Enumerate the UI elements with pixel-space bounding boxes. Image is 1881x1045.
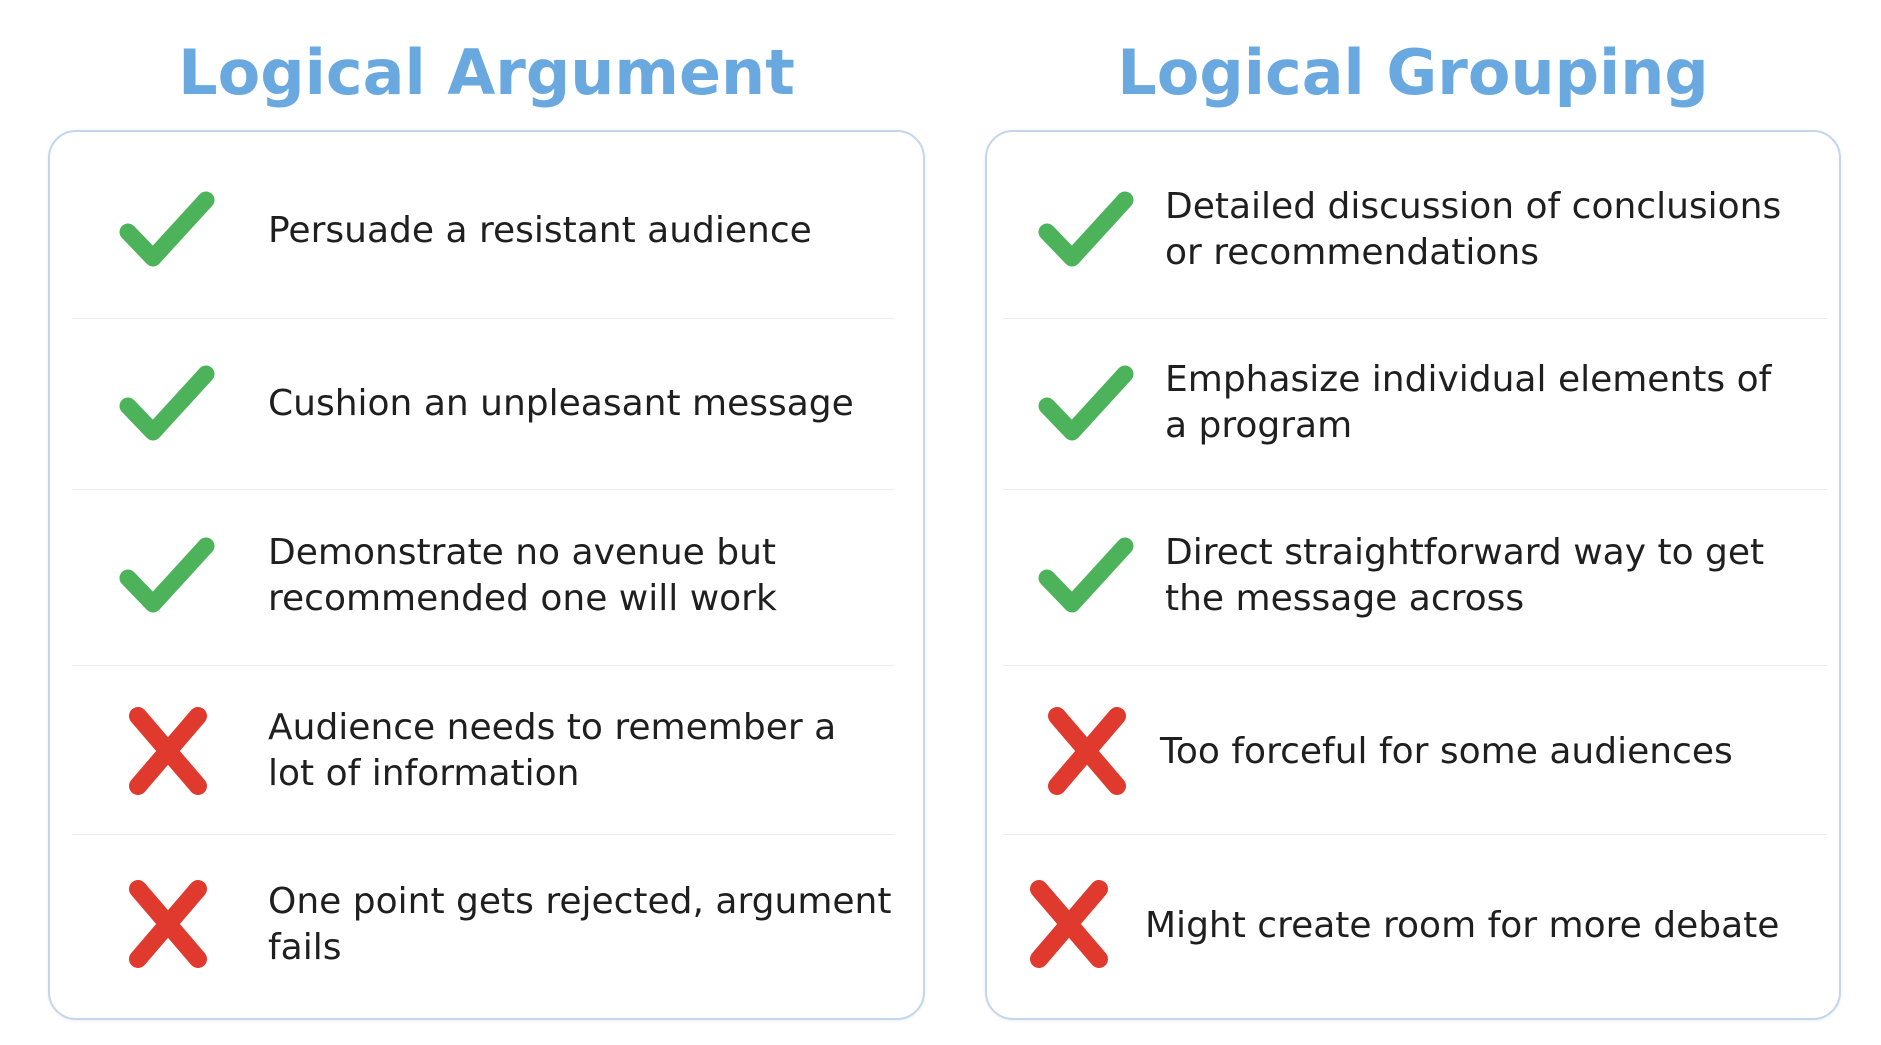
cross-icon — [118, 879, 218, 969]
item-text: Cushion an unpleasant message — [268, 383, 854, 424]
check-icon — [1037, 532, 1137, 622]
item-text: Detailed discussion of conclusions or re… — [1165, 186, 1782, 273]
item-text: Audience needs to remember a lot of info… — [268, 707, 837, 794]
row-divider — [72, 834, 894, 835]
check-icon — [1037, 360, 1137, 450]
logical-argument-title: Logical Argument — [178, 36, 795, 109]
cross-icon — [1019, 879, 1119, 969]
logical-argument-card: Persuade a resistant audience Cushion an… — [48, 130, 925, 1020]
check-icon — [118, 532, 218, 622]
logical-grouping-card: Detailed discussion of conclusions or re… — [985, 130, 1841, 1020]
item-text: Too forceful for some audiences — [1160, 731, 1733, 772]
row-divider — [72, 665, 894, 666]
logical-grouping-title: Logical Grouping — [1117, 36, 1709, 109]
item-text: One point gets rejected, argument fails — [268, 881, 892, 968]
item-text: Persuade a resistant audience — [268, 210, 812, 251]
row-divider — [72, 318, 894, 319]
check-icon — [1037, 186, 1137, 276]
cross-icon — [118, 706, 218, 796]
row-divider — [1003, 834, 1827, 835]
row-divider — [1003, 489, 1827, 490]
item-text: Might create room for more debate — [1145, 905, 1780, 946]
item-text: Emphasize individual elements of a progr… — [1165, 359, 1772, 446]
item-text: Direct straightforward way to get the me… — [1165, 532, 1765, 619]
cross-icon — [1037, 706, 1137, 796]
item-text: Demonstrate no avenue but recommended on… — [268, 532, 777, 619]
row-divider — [1003, 318, 1827, 319]
check-icon — [118, 360, 218, 450]
row-divider — [72, 489, 894, 490]
row-divider — [1003, 665, 1827, 666]
check-icon — [118, 186, 218, 276]
